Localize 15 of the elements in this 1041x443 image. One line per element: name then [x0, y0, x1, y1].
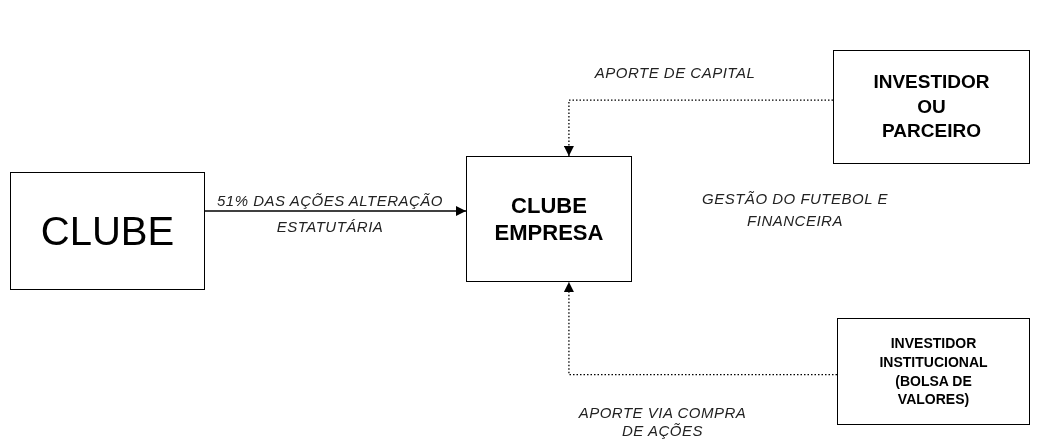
process-box — [466, 156, 632, 282]
arrow — [563, 281, 838, 376]
edge-label: APORTE VIA COMPRA DE AÇÕES — [577, 404, 748, 440]
note-text: GESTÃO DO FUTEBOL E FINANCEIRA — [701, 189, 889, 231]
box-label: INVESTIDOR OU PARCEIRO — [872, 69, 991, 144]
box-label: CLUBE — [40, 209, 175, 253]
arrow — [204, 206, 467, 216]
box-label: INVESTIDOR INSTITUCIONAL (BOLSA DE VALORES) — [878, 333, 989, 410]
process-box — [10, 172, 205, 290]
edge-label: 51% DAS AÇÕES ALTERAÇÃO ESTATUTÁRIA — [216, 191, 444, 237]
process-box — [833, 50, 1030, 164]
arrow — [563, 99, 834, 157]
process-box — [837, 318, 1030, 425]
edge-label: APORTE DE CAPITAL — [593, 64, 757, 82]
box-label: CLUBE EMPRESA — [493, 191, 605, 247]
